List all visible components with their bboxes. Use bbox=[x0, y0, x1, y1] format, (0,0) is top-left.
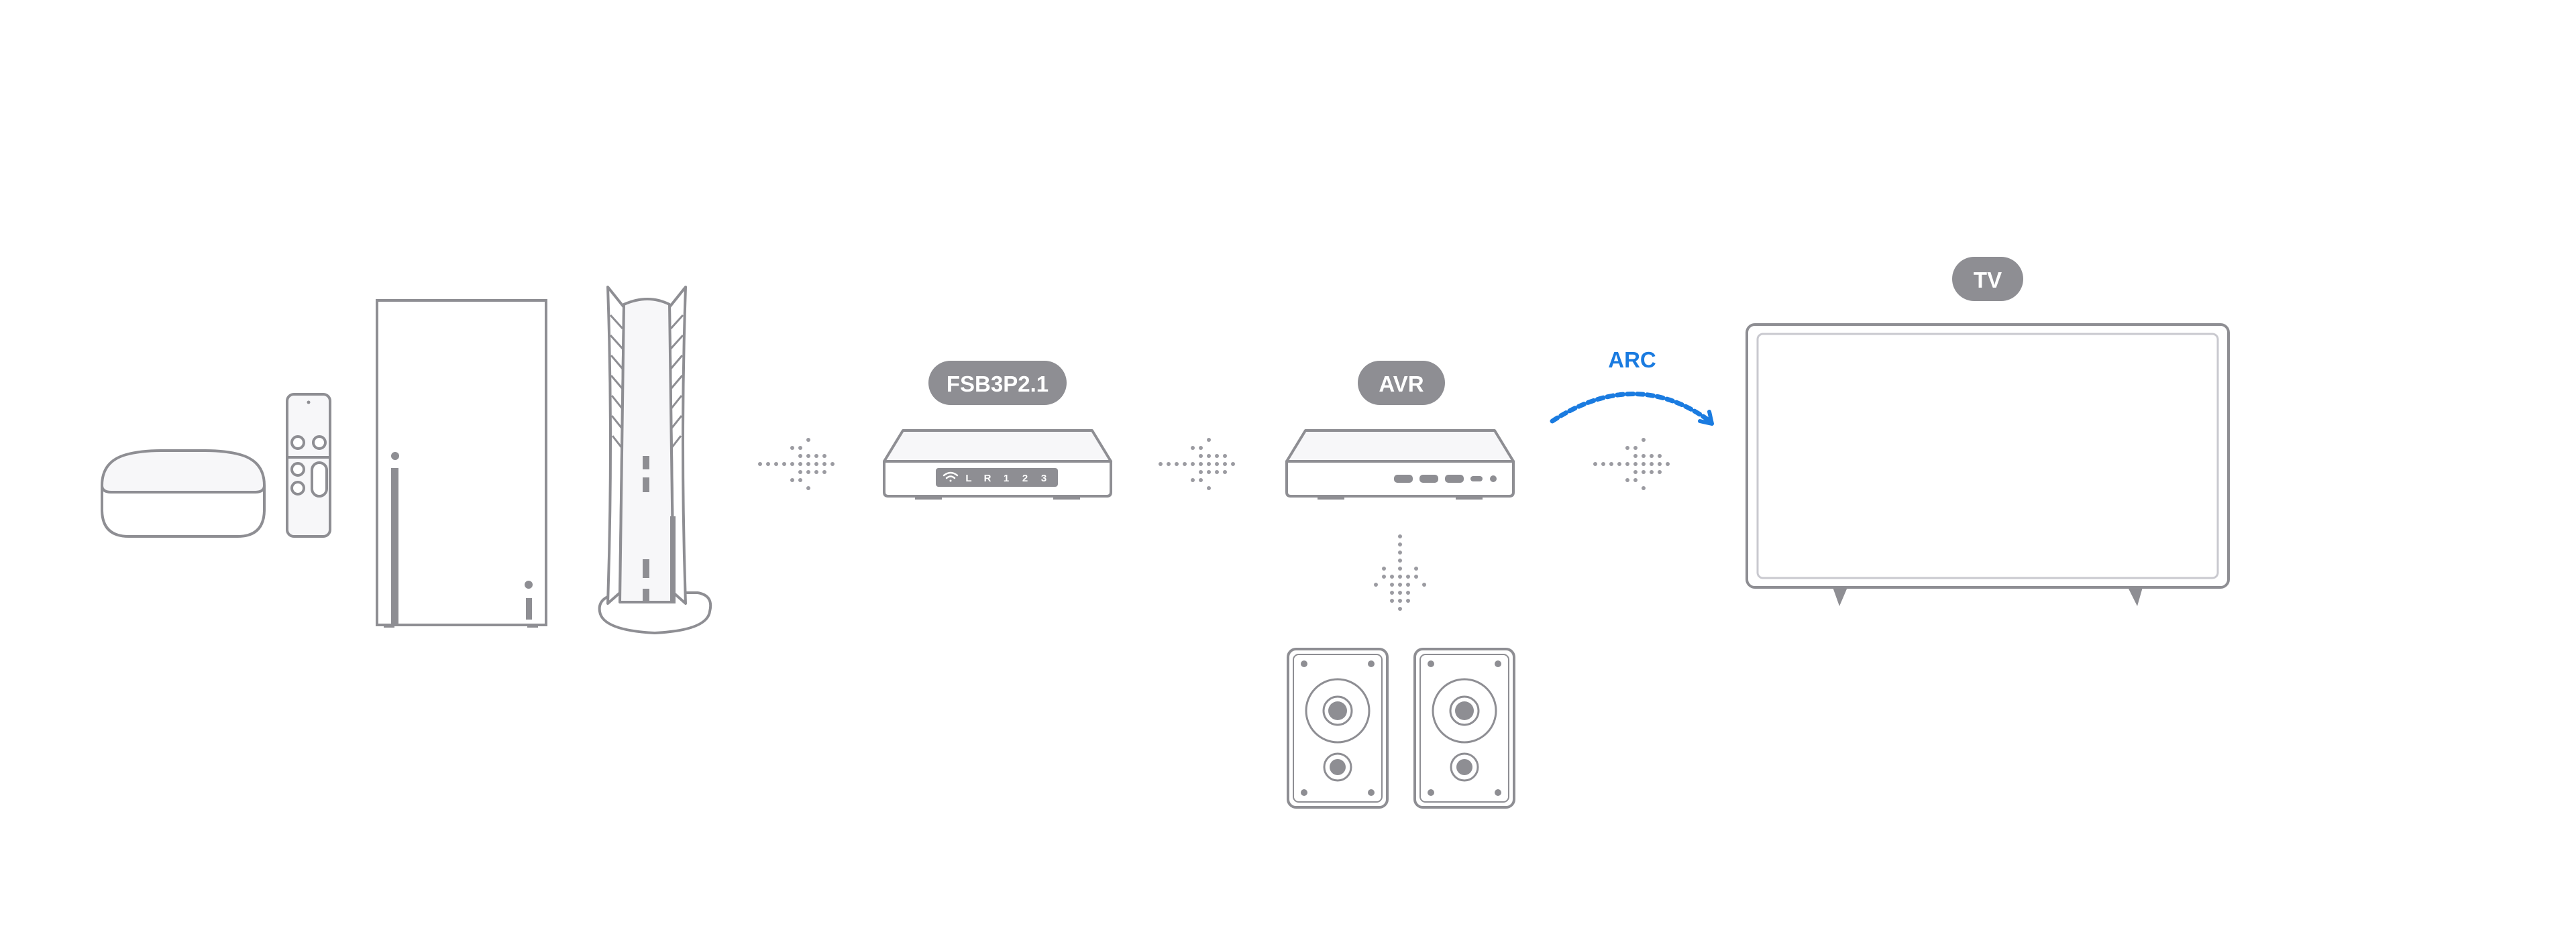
remote-control-device bbox=[286, 393, 331, 538]
avr-label-pill bbox=[1358, 361, 1445, 405]
tv-label: TV bbox=[1974, 268, 2002, 292]
arc-return-arrow: ARC bbox=[1550, 347, 1714, 426]
switch-port-3: 3 bbox=[1041, 473, 1046, 484]
speaker-left-device bbox=[1287, 648, 1389, 809]
avr-label: AVR bbox=[1379, 371, 1424, 396]
hdmi-switch-device: FSB3P2.1 L R 1 2 3 bbox=[883, 361, 1112, 500]
wifi-icon bbox=[943, 471, 959, 482]
signal-arrow-switch-to-avr bbox=[1159, 438, 1235, 490]
switch-port-r: R bbox=[984, 473, 991, 484]
switch-port-2: 2 bbox=[1022, 473, 1028, 484]
game-console-tower-device bbox=[376, 299, 547, 628]
signal-arrow-avr-to-speakers bbox=[1374, 534, 1426, 611]
speaker-right-device bbox=[1413, 648, 1515, 809]
switch-label-pill bbox=[928, 361, 1067, 405]
signal-arrow-avr-to-tv bbox=[1593, 438, 1670, 490]
tv-label-pill bbox=[1952, 257, 2023, 301]
streaming-box-device bbox=[100, 449, 266, 538]
game-console-vertical-device bbox=[598, 286, 712, 634]
signal-arrow-sources-to-switch bbox=[758, 438, 835, 490]
switch-label: FSB3P2.1 bbox=[947, 371, 1049, 396]
tv-device: TV bbox=[1746, 257, 2230, 606]
arc-label: ARC bbox=[1608, 347, 1656, 372]
avr-receiver-device: AVR bbox=[1285, 361, 1515, 500]
switch-port-l: L bbox=[965, 473, 971, 484]
switch-port-1: 1 bbox=[1004, 473, 1009, 484]
